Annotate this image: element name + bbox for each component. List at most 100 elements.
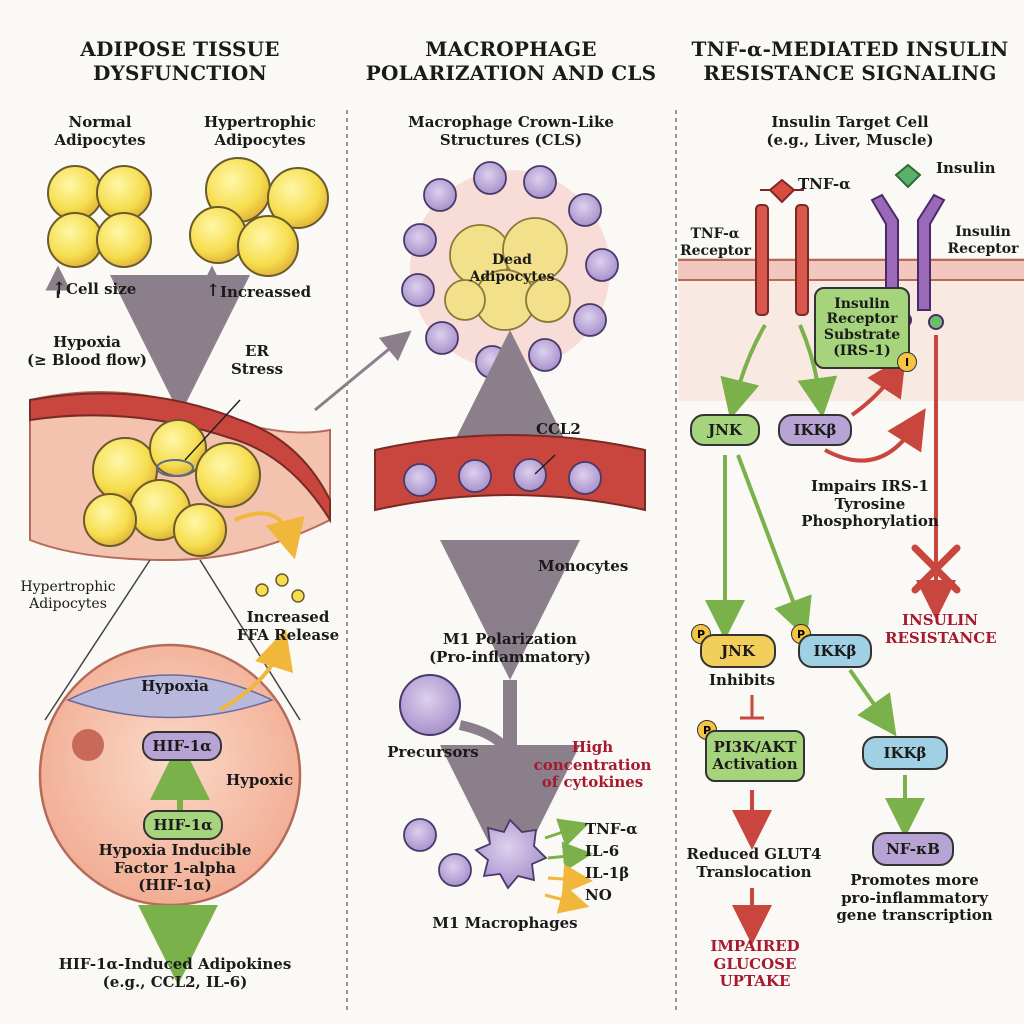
promotes-line1: Promotes more — [850, 871, 979, 889]
insulin-receptor-label: Insulin Receptor — [944, 224, 1022, 257]
increased-label: Increassed — [220, 283, 312, 301]
irs1-box: Insulin Receptor Substrate (IRS-1) — [814, 287, 910, 369]
cls-label: Macrophage Crown-Like Structures (CLS) — [370, 113, 652, 149]
middle-title-line2: POLARIZATION AND CLS — [365, 60, 657, 85]
irs-line3: Substrate — [823, 327, 901, 343]
cytokine-il6: IL-6 — [585, 842, 620, 860]
cell-membrane — [678, 258, 1024, 280]
ffa-line2: FFA Release — [236, 625, 340, 644]
resistance-line1: INSULIN — [902, 611, 978, 629]
dead-adipocytes-label: Dead Adipocytes — [462, 252, 562, 285]
hyper2-line2: Adipocytes — [29, 595, 107, 612]
right-title-line2: RESISTANCE SIGNALING — [703, 60, 997, 85]
up-arrow-glyph-2: ↑ — [206, 281, 221, 301]
normal-adipocytes-label: Normal Adipocytes — [40, 113, 160, 149]
irs-line1: Insulin — [834, 295, 890, 312]
er-stress-organelle — [156, 459, 194, 477]
ffa-release-label: Increased FFA Release — [228, 608, 348, 644]
precursor-cell — [399, 674, 461, 736]
ikkb-pill-lower: IKKβ — [862, 736, 948, 770]
impaired-line2: GLUCOSE — [713, 954, 797, 973]
arrow-ffa — [234, 511, 305, 560]
pi3k-line2: Activation — [712, 755, 798, 773]
ccl2-pointer — [534, 454, 556, 475]
zoom-line-right — [199, 559, 301, 721]
right-title-line1: TNF-α-MEDIATED INSULIN — [691, 37, 1009, 61]
m1-macrophages-label: M1 Macrophages — [432, 914, 578, 932]
normal-line1: Normal — [68, 113, 132, 131]
phospho-ikkb-pill: IKKβ — [798, 634, 872, 668]
impaired-line1: IMPAIRED — [710, 937, 800, 955]
insulin-resistance-x — [911, 544, 961, 594]
m1-line1: M1 Polarization — [443, 630, 577, 648]
cytokine-arrows — [544, 818, 593, 914]
hyper-line1: Hypertrophic — [204, 113, 316, 131]
pi3k-akt-box: PI3K/AKT Activation — [705, 730, 805, 782]
impaired-uptake-label: IMPAIRED GLUCOSE UPTAKE — [700, 937, 810, 991]
arrow-hif-to-ffa — [218, 628, 294, 712]
cell-size-label: Cell size — [66, 280, 137, 298]
target-cell-label: Insulin Target Cell (e.g., Liver, Muscle… — [730, 113, 970, 149]
pi3k-line1: PI3K/AKT — [713, 737, 797, 756]
middle-title-line1: MACROPHAGE — [425, 37, 597, 61]
normal-line2: Adipocytes — [54, 130, 146, 149]
er-line1: ER — [245, 342, 269, 360]
nfkb-pill: NF-κB — [872, 832, 954, 866]
ffa-line1: Increased — [246, 608, 330, 626]
tnf-rec-line2: Receptor — [680, 242, 751, 259]
promotes-line3: gene transcription — [836, 906, 993, 925]
signal-arrows-right — [705, 324, 956, 945]
ffa-droplets — [255, 573, 305, 603]
er-stress-label: ER Stress — [222, 342, 292, 378]
hyper-line2: Adipocytes — [214, 130, 306, 149]
ccl2-label: CCL2 — [536, 420, 581, 438]
hypoxia-line1: Hypoxia — [53, 333, 121, 351]
hif-def-line1: Hypoxia Inducible — [98, 841, 252, 859]
insulin-ligand — [894, 163, 922, 189]
adipokines-line2: (e.g., CCL2, IL-6) — [102, 972, 248, 991]
impaired-line3: UPTAKE — [719, 972, 791, 991]
ins-rec-line2: Receptor — [947, 240, 1019, 257]
hypoxia-label: Hypoxia (≥ Blood flow) — [22, 333, 152, 369]
left-title-line1: ADIPOSE TISSUE — [80, 37, 280, 61]
right-panel-title: TNF-α-MEDIATED INSULIN RESISTANCE SIGNAL… — [680, 37, 1020, 85]
hypertrophic-adipocytes-top — [189, 157, 329, 277]
hif1a-pill-bottom: HIF-1α — [143, 810, 223, 840]
insulin-resistance-label: INSULIN RESISTANCE — [885, 611, 997, 647]
glut-line1: Reduced GLUT4 — [686, 845, 822, 863]
m1-line2: (Pro-inflammatory) — [429, 647, 591, 666]
hypertrophic-adipocytes-label: Hypertrophic Adipocytes — [195, 113, 325, 149]
hif1a-pill-top: HIF-1α — [142, 731, 222, 761]
tnf-label: TNF-α — [798, 175, 851, 193]
inset-nucleus-dot — [72, 729, 104, 761]
hypoxia-line2: (≥ Blood flow) — [27, 350, 147, 369]
inset-hypoxia-band — [66, 674, 274, 719]
hif-def-line2: Factor 1-alpha — [114, 858, 236, 877]
cls-line1: Macrophage Crown-Like — [408, 113, 614, 131]
m1-macrophages-cluster — [403, 818, 548, 890]
adipokines-label: HIF-1α-Induced Adipokines (e.g., CCL2, I… — [25, 955, 325, 991]
dead-line1: Dead — [492, 252, 532, 268]
dead-adipocytes — [444, 217, 571, 331]
inset-hypoxia-label: Hypoxia — [141, 677, 209, 695]
blood-vessel-left — [29, 392, 331, 524]
target-line2: (e.g., Liver, Muscle) — [766, 130, 934, 149]
monocytes-in-vessel — [403, 458, 602, 497]
merge-branch — [458, 720, 515, 762]
up-arrow-glyph-1: ↑ — [52, 279, 67, 299]
impairs-line1: Impairs IRS-1 — [811, 477, 929, 495]
phospho-jnk-pill: JNK — [700, 634, 776, 668]
middle-panel-title: MACROPHAGE POLARIZATION AND CLS — [355, 37, 667, 85]
jnk-pill: JNK — [690, 414, 760, 446]
left-panel-title: ADIPOSE TISSUE DYSFUNCTION — [30, 37, 330, 85]
tnf-receptor-label: TNF-α Receptor — [680, 226, 751, 259]
hypertrophic-adipocytes-label-2: Hypertrophic Adipocytes — [8, 579, 128, 612]
zoom-line-left — [44, 559, 151, 721]
cls-line2: Structures (CLS) — [439, 130, 583, 149]
monocytes-label: Monocytes — [538, 557, 629, 575]
er-line2: Stress — [230, 359, 284, 378]
promotes-line2: pro-inflammatory — [841, 888, 988, 907]
irs-line4: (IRS-1) — [833, 342, 891, 359]
inhibits-label: Inhibits — [708, 671, 776, 689]
